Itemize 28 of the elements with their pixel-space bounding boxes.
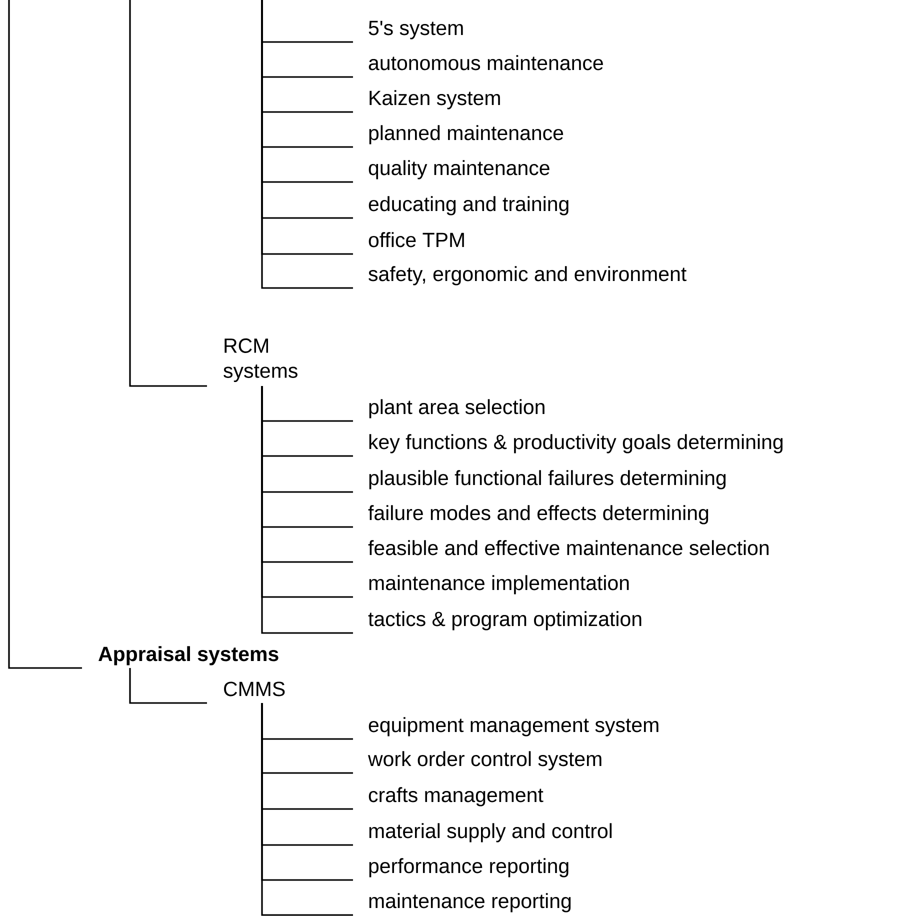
- leaf-label: safety, ergonomic and environment: [368, 266, 686, 286]
- leaf-label: plausible functional failures determining: [369, 470, 726, 490]
- leaf-label: equipment management system: [368, 717, 658, 736]
- leaf-label: feasible and effective maintenance selection: [368, 540, 769, 556]
- leaf-label: maintenance implementation: [369, 575, 629, 594]
- leaf-label: office TPM: [368, 232, 464, 248]
- leaf-label: crafts management: [368, 787, 544, 806]
- tree-connector: [129, 668, 207, 704]
- leaf-label: educating and training: [368, 196, 568, 216]
- leaf-label: quality maintenance: [368, 160, 550, 180]
- leaf-label: performance reporting: [369, 858, 568, 878]
- leaf-label: Kaizen system: [370, 90, 500, 110]
- leaf-label: failure modes and effects determining: [368, 505, 708, 524]
- leaf-label: planned maintenance: [369, 125, 564, 144]
- tree-connector: [129, 0, 207, 387]
- leaf-label: tactics & program optimization: [368, 611, 642, 630]
- tree-connector: [261, 703, 353, 916]
- leaf-label: plant area selection: [369, 399, 544, 418]
- branch-label: Appraisal systems: [98, 646, 278, 666]
- tree-connector: [8, 0, 82, 669]
- leaf-label: material supply and control: [369, 823, 612, 842]
- leaf-label: autonomous maintenance: [368, 55, 603, 70]
- branch-label: CMMS: [224, 682, 285, 696]
- leaf-label: work order control system: [368, 751, 602, 770]
- leaf-label: key functions & productivity goals determining: [369, 434, 783, 454]
- branch-label: RCM systems: [224, 338, 298, 382]
- leaf-label: 5's system: [368, 20, 463, 40]
- leaf-label: maintenance reporting: [369, 893, 571, 912]
